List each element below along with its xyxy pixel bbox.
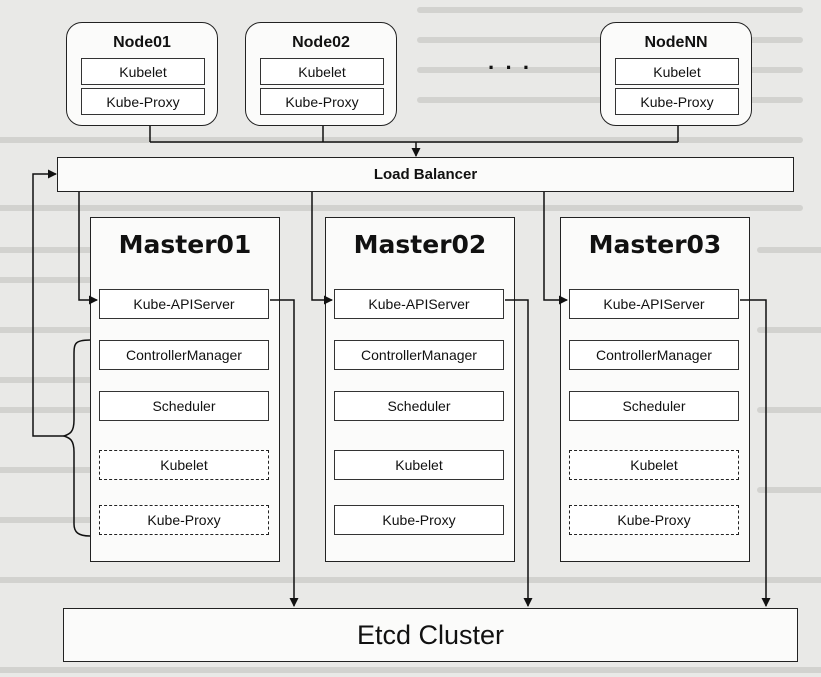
master-02: Master02 Kube-APIServer ControllerManage… [325,217,515,562]
brace-to-lb-arrow [32,169,64,437]
node-kubelet: Kubelet [615,58,739,85]
node-kubelet: Kubelet [81,58,205,85]
kube-apiserver-box: Kube-APIServer [569,289,739,319]
node-title: Node02 [292,34,350,51]
node-01: Node01 Kubelet Kube-Proxy [66,22,218,126]
node-kubelet: Kubelet [260,58,384,85]
node-kube-proxy: Kube-Proxy [615,88,739,115]
kubelet-box: Kubelet [334,450,504,480]
scheduler-box: Scheduler [569,391,739,421]
load-balancer: Load Balancer [57,157,794,192]
kube-proxy-box: Kube-Proxy [334,505,504,535]
kube-apiserver-box: Kube-APIServer [334,289,504,319]
scheduler-box: Scheduler [99,391,269,421]
kube-apiserver-box: Kube-APIServer [99,289,269,319]
controller-manager-box: ControllerManager [334,340,504,370]
node-kube-proxy: Kube-Proxy [260,88,384,115]
controller-manager-box: ControllerManager [569,340,739,370]
master-03: Master03 Kube-APIServer ControllerManage… [560,217,750,562]
master01-components-brace [61,339,91,537]
nodes-ellipsis: · · · [488,55,533,80]
node-title: Node01 [113,34,171,51]
controller-manager-box: ControllerManager [99,340,269,370]
master-title: Master02 [353,230,487,259]
master-01: Master01 Kube-APIServer ControllerManage… [90,217,280,562]
node-kube-proxy: Kube-Proxy [81,88,205,115]
node-02: Node02 Kubelet Kube-Proxy [245,22,397,126]
master-title: Master03 [588,230,722,259]
kubelet-box: Kubelet [99,450,269,480]
kube-proxy-box: Kube-Proxy [569,505,739,535]
kubelet-box: Kubelet [569,450,739,480]
node-title: NodeNN [644,34,708,51]
scheduler-box: Scheduler [334,391,504,421]
etcd-cluster: Etcd Cluster [63,608,798,662]
master-title: Master01 [118,230,252,259]
node-nn: NodeNN Kubelet Kube-Proxy [600,22,752,126]
kube-proxy-box: Kube-Proxy [99,505,269,535]
